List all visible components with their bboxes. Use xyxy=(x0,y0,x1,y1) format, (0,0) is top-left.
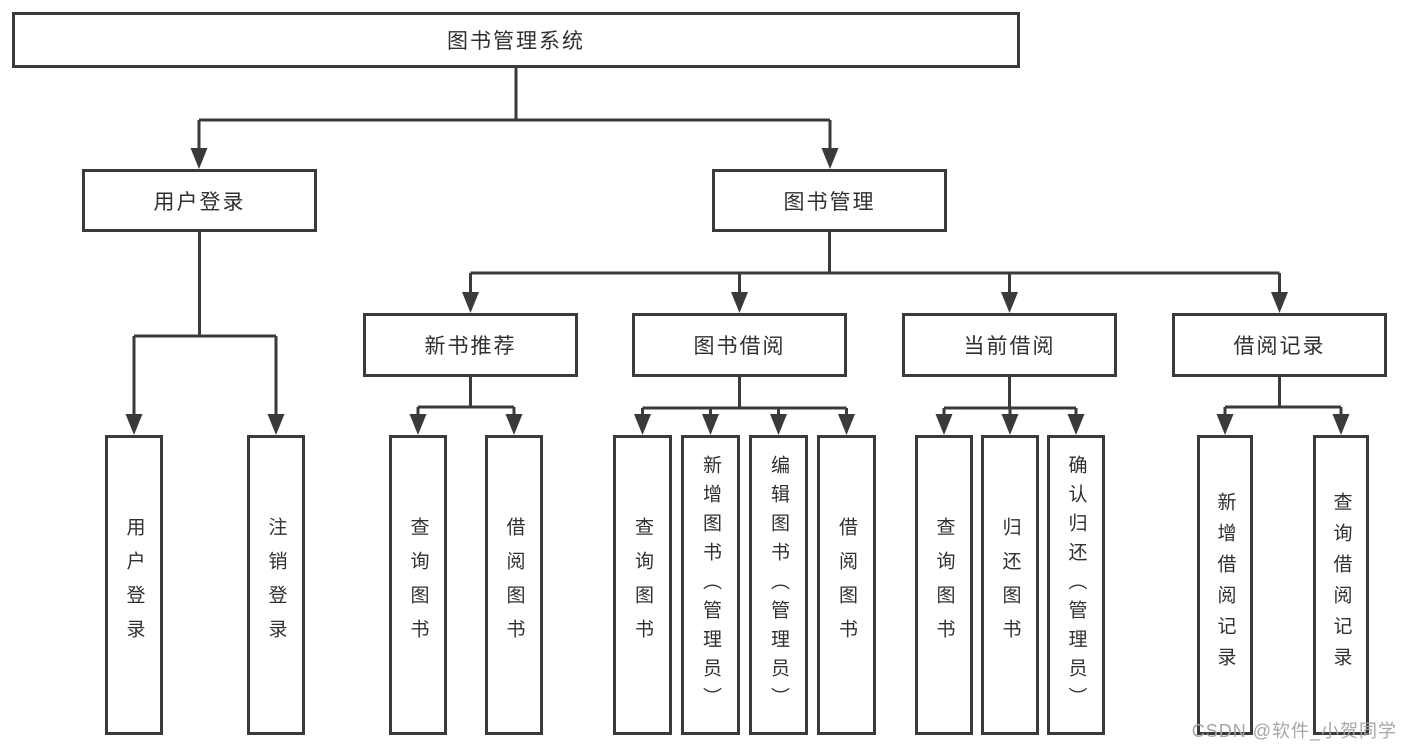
leaf-add-book-admin: 新增图书（管理员） xyxy=(681,435,740,735)
node-book-borrowing: 图书借阅 xyxy=(632,313,847,377)
node-borrowing-records: 借阅记录 xyxy=(1172,313,1387,377)
leaf-label: 用户登录 xyxy=(123,517,145,653)
leaf-query-books-3: 查询图书 xyxy=(915,435,973,735)
leaf-label: 注销登录 xyxy=(265,517,287,653)
leaf-borrow-books-2: 借阅图书 xyxy=(817,435,876,735)
node-label: 图书管理系统 xyxy=(447,30,585,53)
leaf-label: 新增图书（管理员） xyxy=(700,454,721,716)
leaf-confirm-return-admin: 确认归还（管理员） xyxy=(1047,435,1105,735)
node-book-management: 图书管理 xyxy=(712,169,947,232)
leaf-user-login: 用户登录 xyxy=(105,435,163,735)
leaf-return-book: 归还图书 xyxy=(981,435,1039,735)
csdn-watermark: CSDN @软件_小贺同学 xyxy=(1191,721,1397,741)
node-label: 图书管理 xyxy=(783,190,876,214)
node-new-book-recommend: 新书推荐 xyxy=(363,313,578,377)
leaf-logout: 注销登录 xyxy=(247,435,305,735)
leaf-label: 借阅图书 xyxy=(503,517,525,653)
leaf-add-borrow-record: 新增借阅记录 xyxy=(1197,435,1253,735)
leaf-label: 查询图书 xyxy=(632,517,653,653)
leaf-label: 编辑图书（管理员） xyxy=(768,454,789,716)
leaf-edit-book-admin: 编辑图书（管理员） xyxy=(749,435,808,735)
leaf-label: 确认归还（管理员） xyxy=(1065,454,1087,716)
node-user-login: 用户登录 xyxy=(82,169,317,232)
leaf-label: 借阅图书 xyxy=(836,517,857,653)
leaf-query-borrow-record: 查询借阅记录 xyxy=(1313,435,1369,735)
node-current-borrowing: 当前借阅 xyxy=(902,313,1117,377)
leaf-query-books-2: 查询图书 xyxy=(613,435,672,735)
leaf-label: 归还图书 xyxy=(999,517,1021,653)
leaf-label: 查询借阅记录 xyxy=(1330,492,1352,678)
node-label: 借阅记录 xyxy=(1233,335,1326,358)
node-label: 当前借阅 xyxy=(963,335,1056,358)
leaf-label: 查询图书 xyxy=(933,517,955,653)
node-label: 新书推荐 xyxy=(424,335,517,358)
node-label: 图书借阅 xyxy=(693,335,786,358)
leaf-borrow-books-1: 借阅图书 xyxy=(485,435,543,735)
leaf-label: 新增借阅记录 xyxy=(1214,492,1236,678)
node-library-system: 图书管理系统 xyxy=(12,12,1020,68)
leaf-query-books-1: 查询图书 xyxy=(389,435,447,735)
node-label: 用户登录 xyxy=(153,190,246,214)
leaf-label: 查询图书 xyxy=(407,517,429,653)
